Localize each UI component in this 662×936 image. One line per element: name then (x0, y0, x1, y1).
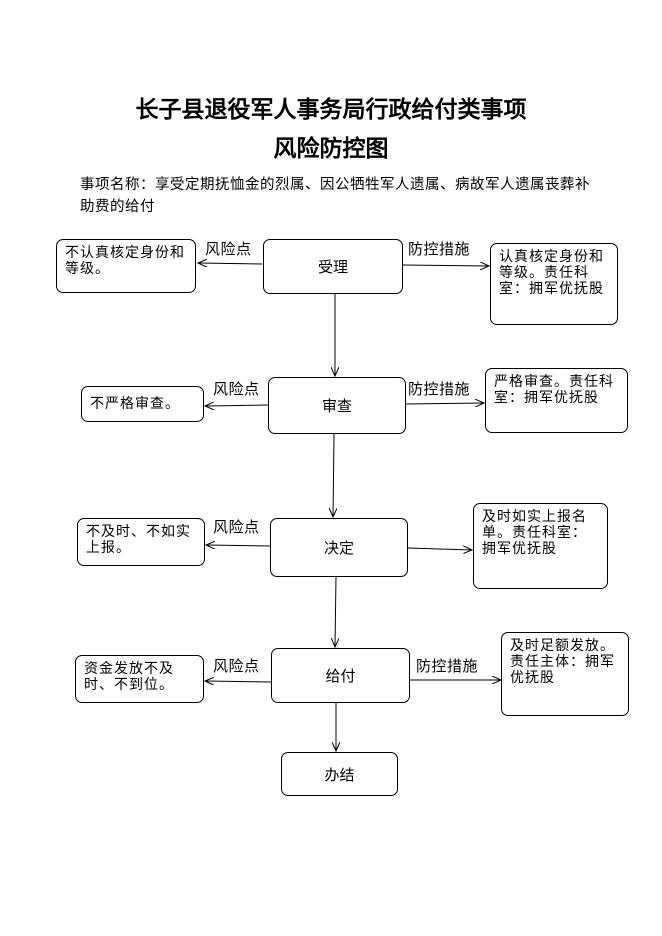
risk-note-1: 不认真核定身份和等级。 (56, 239, 196, 293)
arrow-risk-1 (198, 263, 263, 264)
arrow-decide-pay (335, 576, 336, 647)
control-note-2: 严格审查。责任科室：拥军优抚股 (485, 368, 628, 433)
step-finish: 办结 (281, 752, 398, 796)
title-line-2: 风险防控图 (273, 136, 389, 162)
arrow-control-3 (407, 548, 472, 550)
control-label-1: 防控措施 (408, 240, 471, 258)
step-pay: 给付 (271, 648, 410, 703)
step-decide: 决定 (270, 518, 408, 577)
risk-note-3: 不及时、不如实上报。 (77, 518, 205, 566)
risk-label-3: 风险点 (213, 518, 260, 536)
control-note-1: 认真核定身份和等级。责任科室：拥军优抚股 (490, 243, 618, 325)
risk-label-4: 风险点 (213, 657, 260, 675)
risk-note-4: 资金发放不及时、不到位。 (75, 655, 204, 703)
risk-note-2: 不严格审查。 (81, 386, 204, 422)
arrow-control-1 (402, 265, 489, 266)
title-line-1: 长子县退役军人事务局行政给付类事项 (135, 97, 527, 123)
control-note-4: 及时足额发放。责任主体：拥军优抚股 (501, 632, 629, 716)
arrow-risk-4 (205, 681, 272, 682)
arrow-risk-2 (205, 405, 269, 406)
step-review: 审查 (268, 377, 406, 434)
risk-label-1: 风险点 (205, 240, 252, 258)
step-accept: 受理 (263, 239, 403, 294)
arrow-control-2 (405, 403, 484, 404)
control-note-3: 及时如实上报名单。责任科室：拥军优抚股 (473, 503, 608, 589)
control-label-2: 防控措施 (408, 380, 471, 398)
risk-label-2: 风险点 (213, 380, 260, 398)
control-label-4: 防控措施 (416, 657, 479, 675)
arrow-review-decide (333, 433, 334, 517)
arrow-risk-3 (206, 545, 271, 546)
item-name: 事项名称：享受定期抚恤金的烈属、因公牺牲军人遗属、病故军人遗属丧葬补助费的给付 (80, 177, 590, 215)
